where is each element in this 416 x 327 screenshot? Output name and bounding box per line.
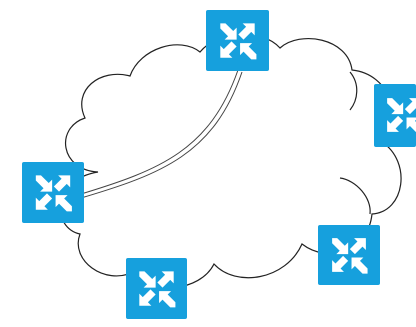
cloud-detail-curve	[349, 71, 358, 111]
network-switch-icon[interactable]	[22, 162, 84, 223]
cloud-detail-curve	[339, 177, 371, 215]
connection-line	[80, 69, 243, 199]
network-switch-icon[interactable]	[206, 10, 269, 71]
network-switch-icon[interactable]	[374, 84, 416, 147]
network-switch-icon[interactable]	[126, 258, 187, 319]
network-switch-icon[interactable]	[318, 225, 380, 285]
